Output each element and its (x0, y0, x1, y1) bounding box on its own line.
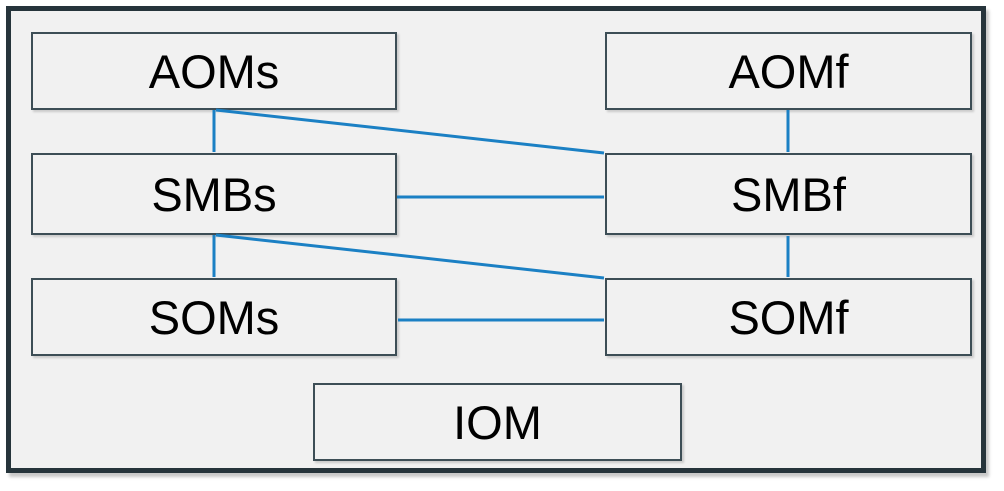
node-aomf[interactable]: AOMf (605, 32, 972, 110)
node-smbf-label: SMBf (731, 167, 846, 221)
node-iom-label: IOM (453, 395, 542, 449)
node-smbf[interactable]: SMBf (605, 153, 972, 235)
node-smbs-label: SMBs (151, 167, 277, 221)
node-somf-label: SOMf (728, 290, 849, 344)
node-iom[interactable]: IOM (313, 383, 682, 461)
node-aomf-label: AOMf (728, 44, 849, 98)
node-somf[interactable]: SOMf (605, 278, 972, 356)
node-soms-label: SOMs (148, 290, 280, 344)
node-aoms[interactable]: AOMs (31, 32, 397, 110)
node-aoms-label: AOMs (148, 44, 280, 98)
node-soms[interactable]: SOMs (31, 278, 397, 356)
node-smbs[interactable]: SMBs (31, 153, 397, 235)
